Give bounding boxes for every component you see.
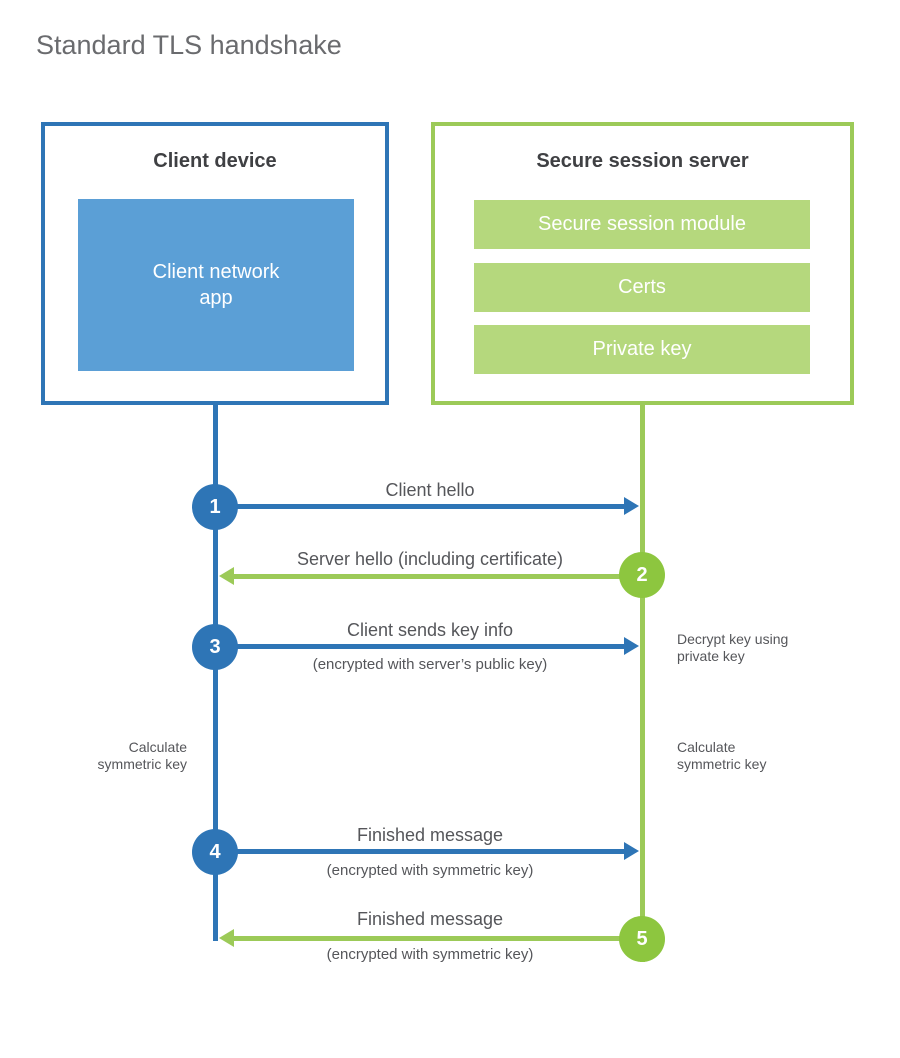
message-4-sublabel: (encrypted with symmetric key) [326, 862, 534, 879]
step-2-number: 2 [636, 563, 648, 586]
message-3-label: Client sends key info [346, 620, 514, 640]
message-2-label: Server hello (including certificate) [296, 549, 564, 569]
secure-session-server-title: Secure session server [536, 150, 749, 172]
message-5-label: Finished message [356, 909, 504, 929]
server-lifeline [640, 405, 645, 962]
step-1-circle: 1 [192, 484, 238, 530]
client-network-app-box: Client network app [78, 199, 354, 371]
message-1-arrow [235, 497, 639, 515]
calculate-symmetric-key-note-client: Calculate symmetric key [97, 739, 187, 772]
client-device-title: Client device [153, 150, 277, 172]
private-key-bar: Private key [474, 325, 810, 374]
message-3-sublabel: (encrypted with server’s public key) [312, 656, 548, 673]
step-5-circle: 5 [619, 916, 665, 962]
client-network-app-label: Client network app [152, 261, 280, 309]
message-1-label: Client hello [385, 480, 475, 500]
step-4-circle: 4 [192, 829, 238, 875]
step-2-circle: 2 [619, 552, 665, 598]
message-2-arrow [219, 567, 621, 585]
decrypt-key-note: Decrypt key using private key [677, 631, 789, 664]
message-3-arrow [235, 637, 639, 655]
step-1-number: 1 [209, 495, 221, 518]
message-5-sublabel: (encrypted with symmetric key) [326, 946, 534, 963]
certs-bar: Certs [474, 263, 810, 312]
step-5-number: 5 [636, 927, 648, 950]
calculate-symmetric-key-note-server: Calculate symmetric key [677, 739, 767, 772]
step-3-number: 3 [209, 635, 221, 658]
message-4-label: Finished message [356, 825, 504, 845]
message-4-arrow [235, 842, 639, 860]
page-title: Standard TLS handshake [36, 30, 342, 60]
client-lifeline [213, 405, 218, 941]
step-4-number: 4 [209, 840, 221, 863]
secure-session-module-bar: Secure session module [474, 200, 810, 249]
step-3-circle: 3 [192, 624, 238, 670]
message-5-arrow [219, 929, 621, 947]
